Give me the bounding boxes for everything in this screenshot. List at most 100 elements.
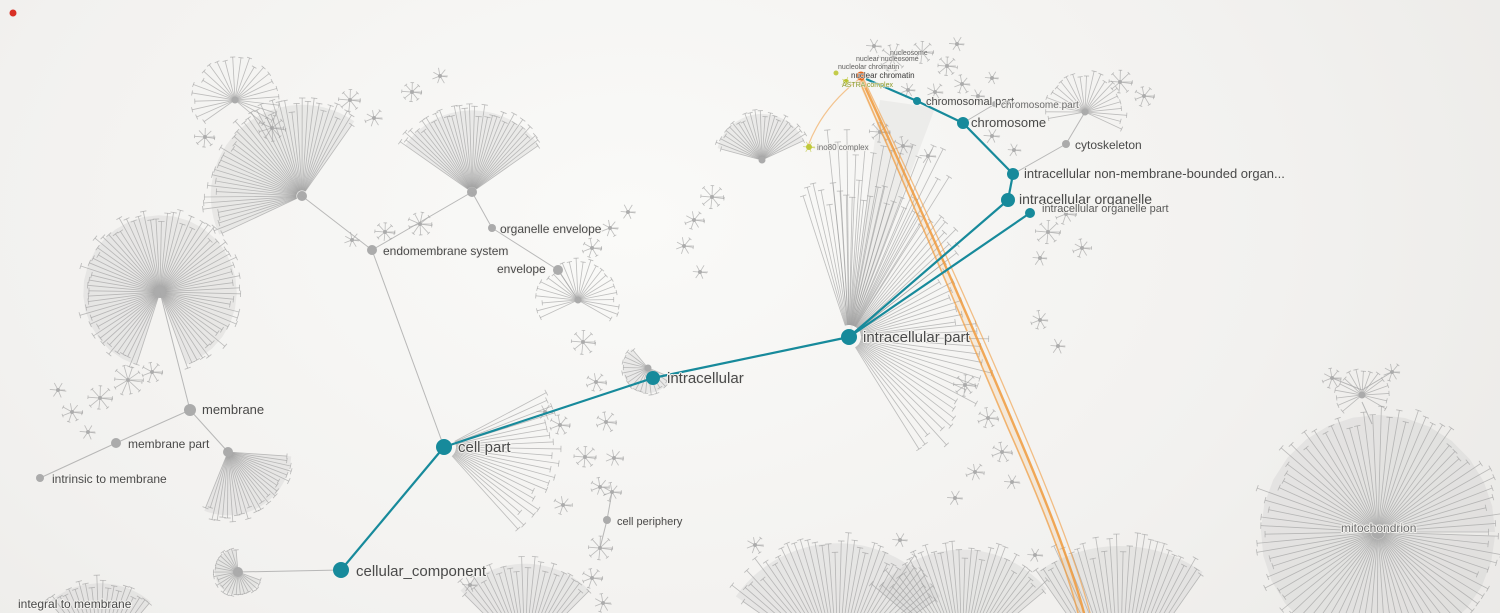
cluster-node[interactable]	[953, 496, 957, 500]
cluster-node[interactable]	[561, 503, 565, 507]
cluster-node[interactable]	[1046, 230, 1050, 234]
cluster-node[interactable]	[203, 135, 207, 139]
term-label-2[interactable]: envelope	[496, 261, 547, 277]
node-label-non_membrane_org[interactable]: intracellular non-membrane-bounded organ…	[1023, 165, 1286, 182]
gray-term-node[interactable]	[111, 438, 121, 448]
cluster-node[interactable]	[590, 246, 594, 250]
cluster-node[interactable]	[872, 44, 876, 48]
cluster-node[interactable]	[692, 218, 696, 222]
cluster-node[interactable]	[1012, 148, 1016, 152]
cluster-node[interactable]	[963, 383, 967, 387]
cluster-node[interactable]	[1358, 391, 1366, 399]
cluster-node[interactable]	[955, 42, 959, 46]
cluster-node[interactable]	[1080, 246, 1084, 250]
cluster-node[interactable]	[594, 380, 598, 384]
node-label-intracellular_organelle[interactable]: intracellular organelle	[1018, 190, 1153, 208]
cluster-node[interactable]	[350, 238, 354, 242]
term-label-1[interactable]: endomembrane system	[382, 243, 509, 259]
cluster-node[interactable]	[410, 90, 414, 94]
node-label-cell_part[interactable]: cell part	[457, 438, 512, 457]
cluster-node[interactable]	[1038, 256, 1042, 260]
term-label-0[interactable]: organelle envelope	[499, 221, 603, 237]
cluster-node[interactable]	[598, 485, 602, 489]
cluster-node[interactable]	[644, 364, 652, 372]
node-label-cellular_component[interactable]: cellular_component	[355, 562, 488, 581]
cluster-node[interactable]	[590, 576, 594, 580]
cluster-node[interactable]	[1038, 318, 1042, 322]
cluster-node[interactable]	[558, 423, 562, 427]
term-label-12[interactable]: nucleosome	[890, 50, 929, 58]
term-label-14[interactable]: nucleolar chromatin	[838, 64, 900, 72]
node-chromosomal_part[interactable]	[913, 97, 921, 105]
gray-term-node[interactable]	[367, 245, 377, 255]
cluster-node[interactable]	[126, 378, 130, 382]
node-cellular_component[interactable]	[333, 562, 349, 578]
green-node-1[interactable]	[843, 79, 849, 85]
term-label-15[interactable]: nuclear chromatin	[851, 71, 916, 81]
cluster-node[interactable]	[1033, 553, 1037, 557]
node-label-intracellular_organelle_part[interactable]: intracellular organelle part	[1041, 202, 1170, 216]
gray-term-node[interactable]	[1062, 140, 1070, 148]
node-intracellular_part[interactable]	[841, 329, 857, 345]
cluster-node[interactable]	[926, 154, 930, 158]
term-label-3[interactable]: membrane	[201, 401, 265, 418]
cluster-node[interactable]	[1010, 480, 1014, 484]
ino80-node[interactable]	[806, 144, 812, 150]
cluster-node[interactable]	[990, 134, 994, 138]
cluster-node[interactable]	[372, 116, 376, 120]
node-label-chromosomal_part[interactable]: chromosomal part	[925, 95, 1015, 109]
term-label-10[interactable]: chromosome part	[1000, 99, 1080, 112]
cluster-node[interactable]	[933, 90, 937, 94]
node-intracellular_organelle_part[interactable]	[1025, 208, 1035, 218]
gray-term-node[interactable]	[603, 516, 611, 524]
node-intracellular_organelle[interactable]	[1001, 193, 1015, 207]
cluster-node[interactable]	[682, 244, 686, 248]
cluster-node[interactable]	[898, 538, 902, 542]
term-label-9[interactable]: mitochondrion	[1340, 520, 1417, 536]
cluster-node[interactable]	[608, 226, 612, 230]
cluster-node[interactable]	[1064, 212, 1068, 216]
gray-term-node[interactable]	[36, 474, 44, 482]
node-chromosome[interactable]	[957, 117, 969, 129]
gray-term-node[interactable]	[184, 404, 196, 416]
gray-term-node[interactable]	[553, 265, 563, 275]
term-label-4[interactable]: membrane part	[127, 436, 211, 452]
term-label-8[interactable]: cytoskeleton	[1074, 137, 1143, 153]
cluster-node[interactable]	[612, 456, 616, 460]
cluster-node[interactable]	[86, 430, 90, 434]
cluster-node[interactable]	[906, 88, 910, 92]
term-label-11[interactable]: ino80 complex	[816, 142, 870, 153]
node-cell_part[interactable]	[436, 439, 452, 455]
cluster-node[interactable]	[901, 144, 905, 148]
cluster-node[interactable]	[960, 82, 964, 86]
cluster-node[interactable]	[1142, 94, 1146, 98]
cluster-node[interactable]	[945, 64, 949, 68]
term-label-13[interactable]: nuclear nucleosome	[856, 56, 920, 64]
cluster-node[interactable]	[231, 96, 239, 104]
cluster-node[interactable]	[973, 470, 977, 474]
node-label-intracellular_part[interactable]: intracellular part	[862, 328, 972, 347]
cluster-node[interactable]	[1118, 80, 1122, 84]
cluster-node[interactable]	[56, 388, 60, 392]
node-label-intracellular[interactable]: intracellular	[666, 369, 745, 388]
cluster-node[interactable]	[1371, 525, 1385, 539]
nucleosome-hub-node[interactable]	[856, 71, 866, 81]
cluster-node[interactable]	[70, 410, 74, 414]
cluster-node[interactable]	[98, 396, 102, 400]
term-label-16[interactable]: ASTRA complex	[842, 82, 894, 90]
term-label-6[interactable]: integral to membrane	[17, 596, 133, 612]
cluster-node[interactable]	[758, 156, 766, 164]
cluster-node[interactable]	[383, 230, 387, 234]
cluster-node[interactable]	[753, 543, 757, 547]
cluster-node[interactable]	[581, 340, 585, 344]
red-indicator[interactable]	[9, 9, 17, 17]
cluster-node[interactable]	[976, 94, 980, 98]
gray-term-node[interactable]	[488, 224, 496, 232]
cluster-node[interactable]	[348, 98, 352, 102]
cluster-node[interactable]	[468, 583, 472, 587]
cluster-node[interactable]	[1000, 450, 1004, 454]
cluster-node[interactable]	[626, 210, 630, 214]
cluster-node[interactable]	[150, 370, 154, 374]
cluster-node[interactable]	[438, 74, 442, 78]
